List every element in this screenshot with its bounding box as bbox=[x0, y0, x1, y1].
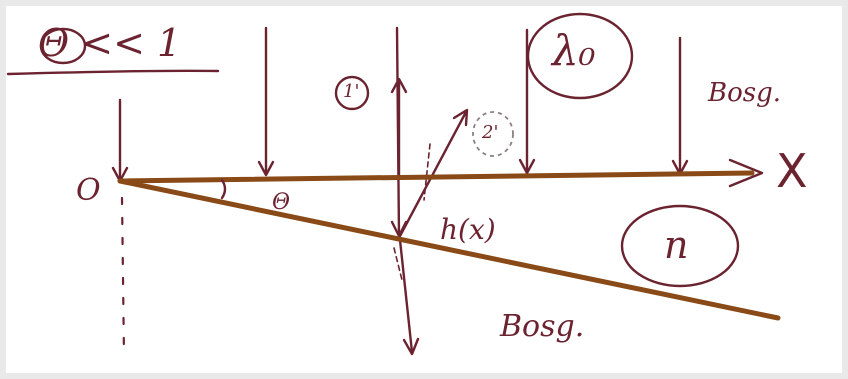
condition-underline bbox=[6, 69, 220, 76]
ray2-circle bbox=[472, 111, 514, 157]
beam-label-bottom: Bosg. bbox=[500, 309, 585, 344]
origin-label: O bbox=[76, 173, 101, 208]
lambda-circle bbox=[526, 12, 634, 100]
normal-upper bbox=[423, 143, 431, 201]
n-circle bbox=[620, 204, 740, 288]
normal-lower bbox=[393, 247, 403, 281]
wavelength-label: λ₀ bbox=[552, 26, 596, 75]
reflected-ray-2 bbox=[398, 110, 468, 238]
x-axis-arrowhead bbox=[728, 158, 764, 188]
transmitted-ray bbox=[398, 238, 414, 354]
wedge-bottom-surface bbox=[117, 178, 781, 321]
wedge-top-surface bbox=[117, 170, 755, 184]
theta-circle bbox=[39, 27, 87, 65]
angle-arc bbox=[220, 178, 227, 200]
beam-label-top: Bosg. bbox=[708, 78, 782, 108]
ray1-label: 1' bbox=[343, 81, 360, 102]
index-label: n bbox=[664, 223, 689, 267]
ray2-label: 2' bbox=[482, 122, 499, 143]
thickness-label: h(x) bbox=[440, 213, 496, 246]
ray1-circle bbox=[334, 75, 370, 111]
origin-dashed-line bbox=[120, 196, 126, 358]
axis-x-label: X bbox=[776, 144, 808, 198]
angle-label: Θ bbox=[272, 190, 291, 215]
condition-label: Θ << 1 bbox=[38, 21, 182, 65]
